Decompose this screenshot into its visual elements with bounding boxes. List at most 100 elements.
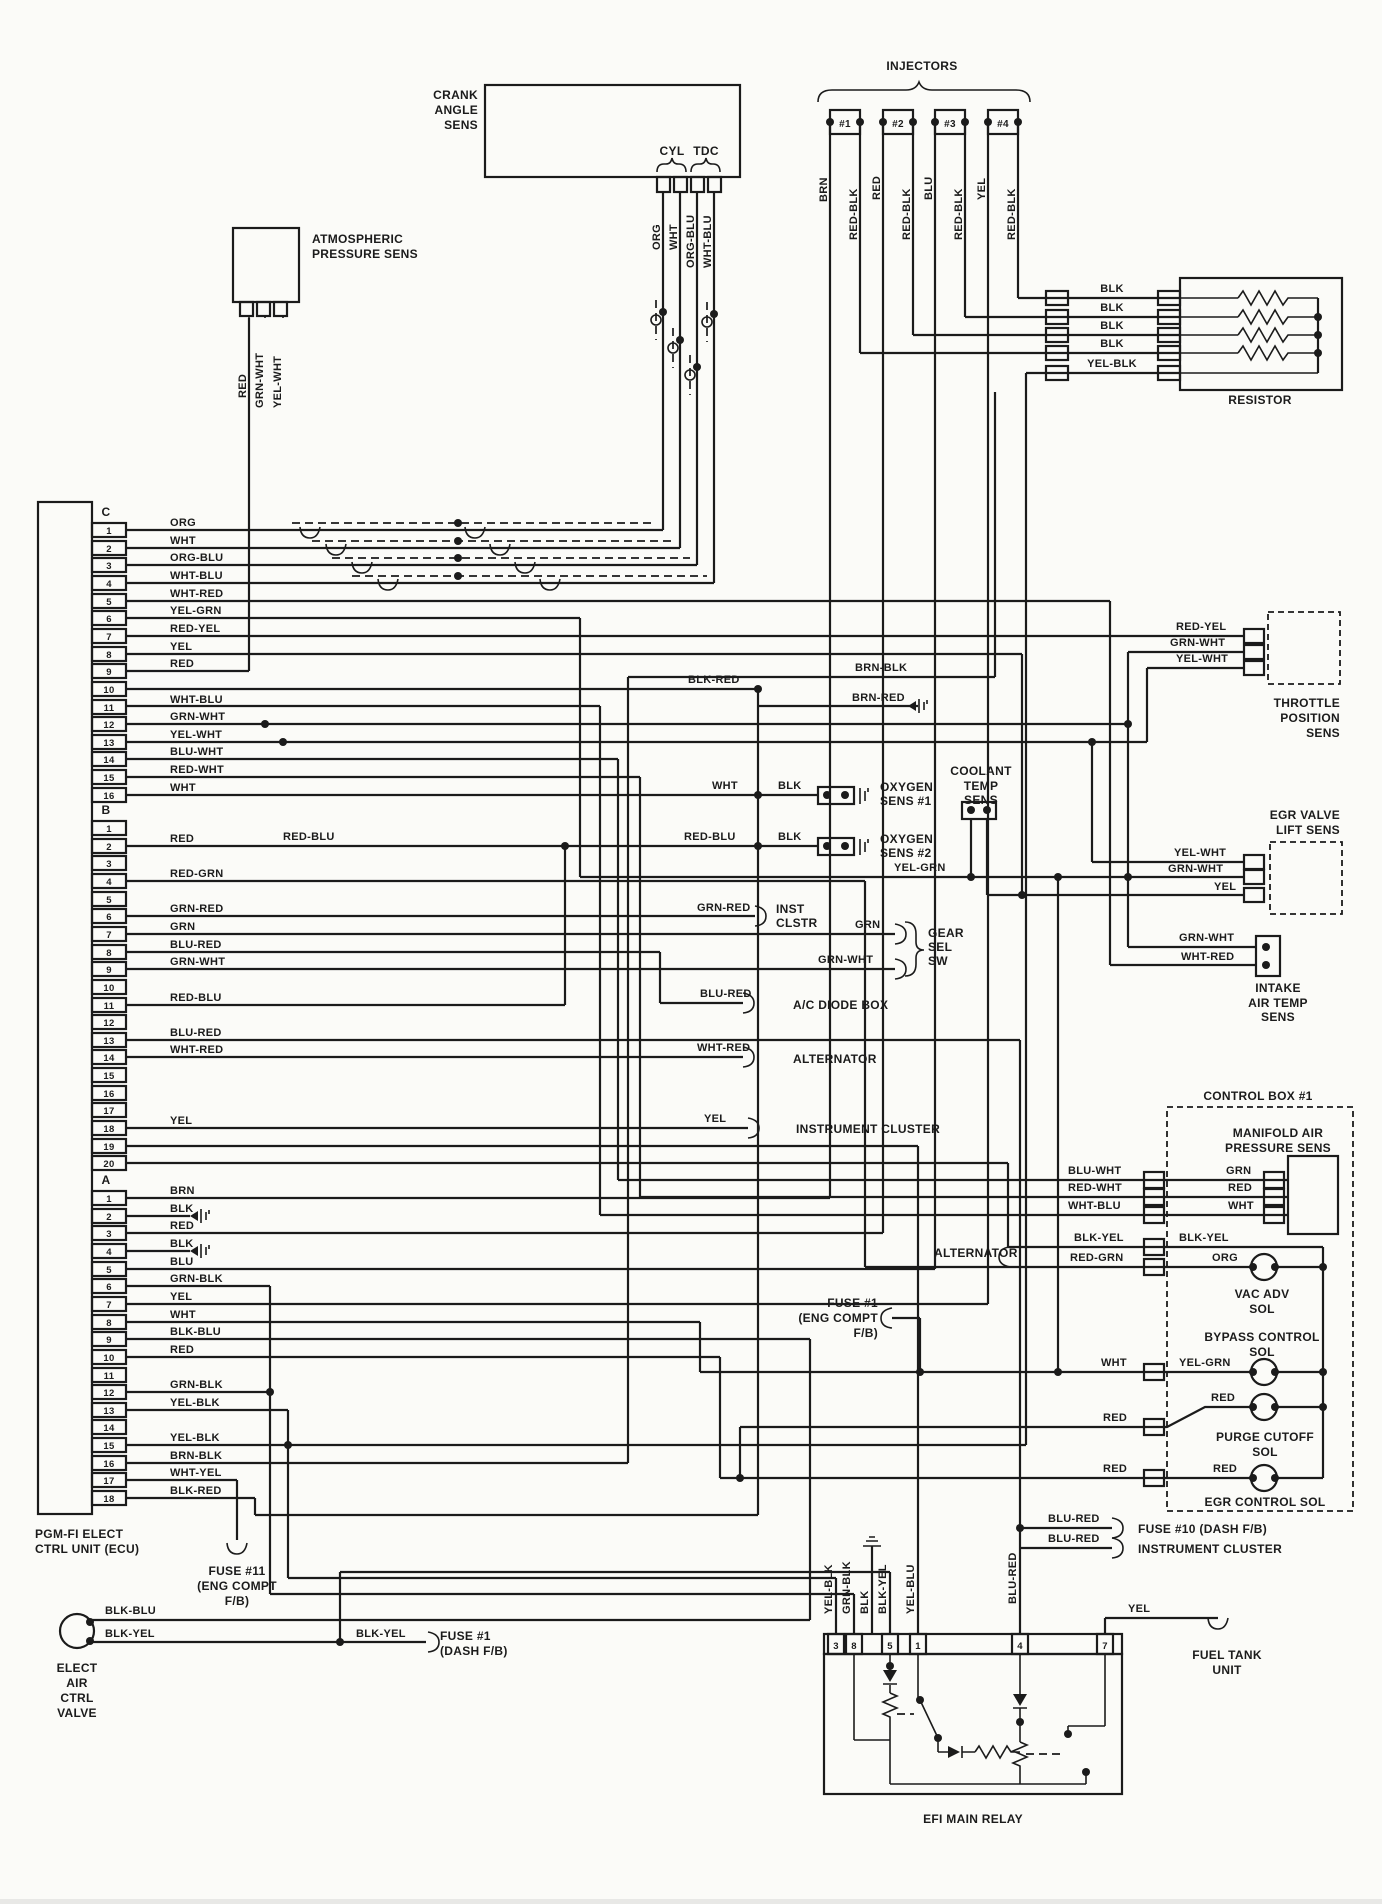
label: WHT-BLU <box>170 694 223 706</box>
label: BLK-BLU <box>170 1326 221 1338</box>
label: 10 <box>103 685 114 696</box>
label: #3 <box>944 119 956 130</box>
label: BLK-RED <box>170 1485 222 1497</box>
label: BLU-RED <box>1048 1533 1100 1545</box>
label: RED <box>237 374 249 398</box>
label: 4 <box>106 877 112 888</box>
label: 13 <box>103 1406 114 1417</box>
label: BLK <box>170 1203 194 1215</box>
label: FUEL TANK <box>1192 1648 1262 1662</box>
label: WHT <box>170 1309 196 1321</box>
label: FUSE #11 <box>208 1564 265 1578</box>
label: RED-YEL <box>1176 621 1226 633</box>
label: BLK-YEL <box>356 1628 406 1640</box>
label: YEL-WHT <box>1176 653 1228 665</box>
label: 7 <box>106 632 112 643</box>
label: A/C DIODE BOX <box>793 998 888 1012</box>
label: RED-GRN <box>170 868 223 880</box>
label: 5 <box>106 895 112 906</box>
label: 9 <box>106 1335 112 1346</box>
label: ORG-BLU <box>685 215 697 268</box>
label: RED-YEL <box>170 623 220 635</box>
label: RED <box>170 833 194 845</box>
label: ORG <box>1212 1252 1238 1264</box>
label: BLU-RED <box>1048 1513 1100 1525</box>
label: RED-BLU <box>283 831 335 843</box>
label: 3 <box>106 859 112 870</box>
label: BRN-BLK <box>855 662 907 674</box>
label: VAC ADV <box>1235 1287 1290 1301</box>
label: GRN-WHT <box>818 954 873 966</box>
label: PRESSURE SENS <box>312 247 418 261</box>
label: EGR CONTROL SOL <box>1205 1495 1326 1509</box>
label: BLK <box>1100 338 1124 350</box>
label: ORG <box>651 224 663 250</box>
label: BLK-RED <box>688 674 740 686</box>
label: SENS <box>444 118 478 132</box>
label: (DASH F/B) <box>440 1644 508 1658</box>
label: 16 <box>103 1459 114 1470</box>
label: WHT <box>668 224 680 250</box>
label: SEL <box>928 940 952 954</box>
label: GRN-BLK <box>170 1379 223 1391</box>
oxygen-sensor-2 <box>816 836 869 857</box>
label: RED <box>1228 1182 1252 1194</box>
label: WHT-YEL <box>170 1467 222 1479</box>
label: CYL <box>660 144 685 158</box>
label: 18 <box>103 1494 114 1505</box>
label: CTRL <box>60 1691 93 1705</box>
label: WHT <box>1228 1200 1254 1212</box>
label: BLU-RED <box>170 1027 222 1039</box>
label: YEL-GRN <box>170 605 222 617</box>
label: #1 <box>839 119 851 130</box>
label: 18 <box>103 1124 114 1135</box>
label: BLU-WHT <box>1068 1165 1121 1177</box>
label: 12 <box>103 720 114 731</box>
label: 5 <box>887 1641 893 1652</box>
label: GRN-WHT <box>1170 637 1225 649</box>
label: 6 <box>106 912 112 923</box>
label: YEL-WHT <box>1174 847 1226 859</box>
label: YEL-GRN <box>894 862 946 874</box>
label: BLK-YEL <box>1074 1232 1124 1244</box>
label: 16 <box>103 1089 114 1100</box>
manifold-air-pressure-sensor <box>1262 1154 1340 1236</box>
label: BLU-RED <box>1007 1552 1019 1604</box>
label: #4 <box>997 119 1009 130</box>
label: 3 <box>106 1229 112 1240</box>
label: BLU-RED <box>700 988 752 1000</box>
label: CLSTR <box>776 916 818 930</box>
coolant-temp-sensor <box>960 800 998 821</box>
junction-dots <box>86 118 1327 1776</box>
label: ALTERNATOR <box>934 1246 1018 1260</box>
label: GRN-RED <box>697 902 750 914</box>
label: FUSE #1 <box>827 1296 878 1310</box>
shield-lines <box>292 300 1062 1755</box>
elect-air-ctrl-valve <box>58 1612 96 1650</box>
label: SENS <box>1261 1010 1295 1024</box>
label: 5 <box>106 597 112 608</box>
label: 12 <box>103 1388 114 1399</box>
label: YEL <box>170 641 192 653</box>
label: BLK <box>170 1238 194 1250</box>
label: RESISTOR <box>1228 393 1292 407</box>
label: INTAKE <box>1255 981 1301 995</box>
label: BLK-YEL <box>877 1564 889 1614</box>
label: YEL-WHT <box>170 729 222 741</box>
label: POSITION <box>1280 711 1340 725</box>
label: SOL <box>1249 1302 1275 1316</box>
label: OXYGEN <box>880 832 933 846</box>
label: F/B) <box>853 1326 878 1340</box>
label: 4 <box>106 1247 112 1258</box>
label: 1 <box>915 1641 921 1652</box>
label: F/B) <box>225 1594 250 1608</box>
label: 6 <box>106 1282 112 1293</box>
control-box-1 <box>1142 1106 1354 1512</box>
label: RED-WHT <box>1068 1182 1122 1194</box>
label: 15 <box>103 773 115 784</box>
label: RED-BLK <box>901 188 913 240</box>
label: VALVE <box>57 1706 97 1720</box>
label: 3 <box>106 561 112 572</box>
label: RED-BLK <box>848 188 860 240</box>
